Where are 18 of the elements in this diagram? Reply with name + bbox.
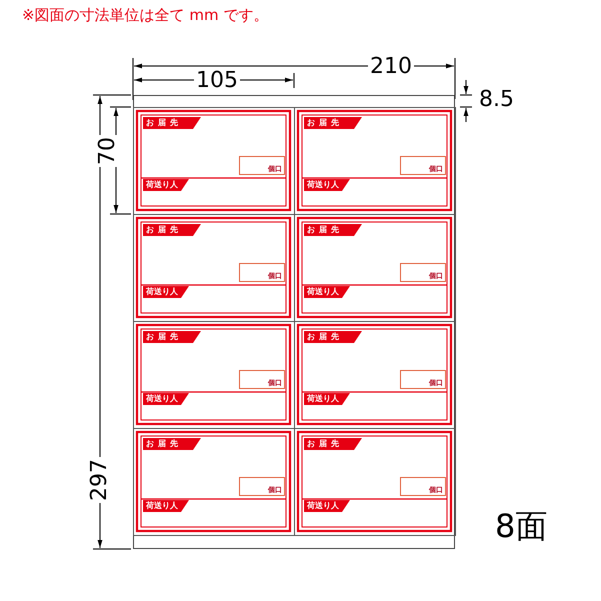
header-tag: お届先 bbox=[143, 117, 201, 129]
header-tag: お届先 bbox=[304, 224, 362, 236]
header-tag: お届先 bbox=[304, 117, 362, 129]
header-tag: 荷送り人 bbox=[304, 179, 350, 191]
header-tag: お届先 bbox=[304, 438, 362, 450]
header-tag: 荷送り人 bbox=[143, 500, 189, 512]
header-tag: 荷送り人 bbox=[304, 500, 350, 512]
header-tag: 荷送り人 bbox=[143, 179, 189, 191]
header-tag: 荷送り人 bbox=[143, 286, 189, 298]
header-tag: お届先 bbox=[143, 438, 201, 450]
header-tag: 荷送り人 bbox=[143, 393, 189, 405]
header-tag: 荷送り人 bbox=[304, 393, 350, 405]
header-tag: お届先 bbox=[143, 224, 201, 236]
header-tag: お届先 bbox=[304, 331, 362, 343]
sheet-outline bbox=[133, 95, 455, 549]
header-tag: 荷送り人 bbox=[304, 286, 350, 298]
header-tag: お届先 bbox=[143, 331, 201, 343]
dimension-label: 70 bbox=[97, 135, 119, 167]
